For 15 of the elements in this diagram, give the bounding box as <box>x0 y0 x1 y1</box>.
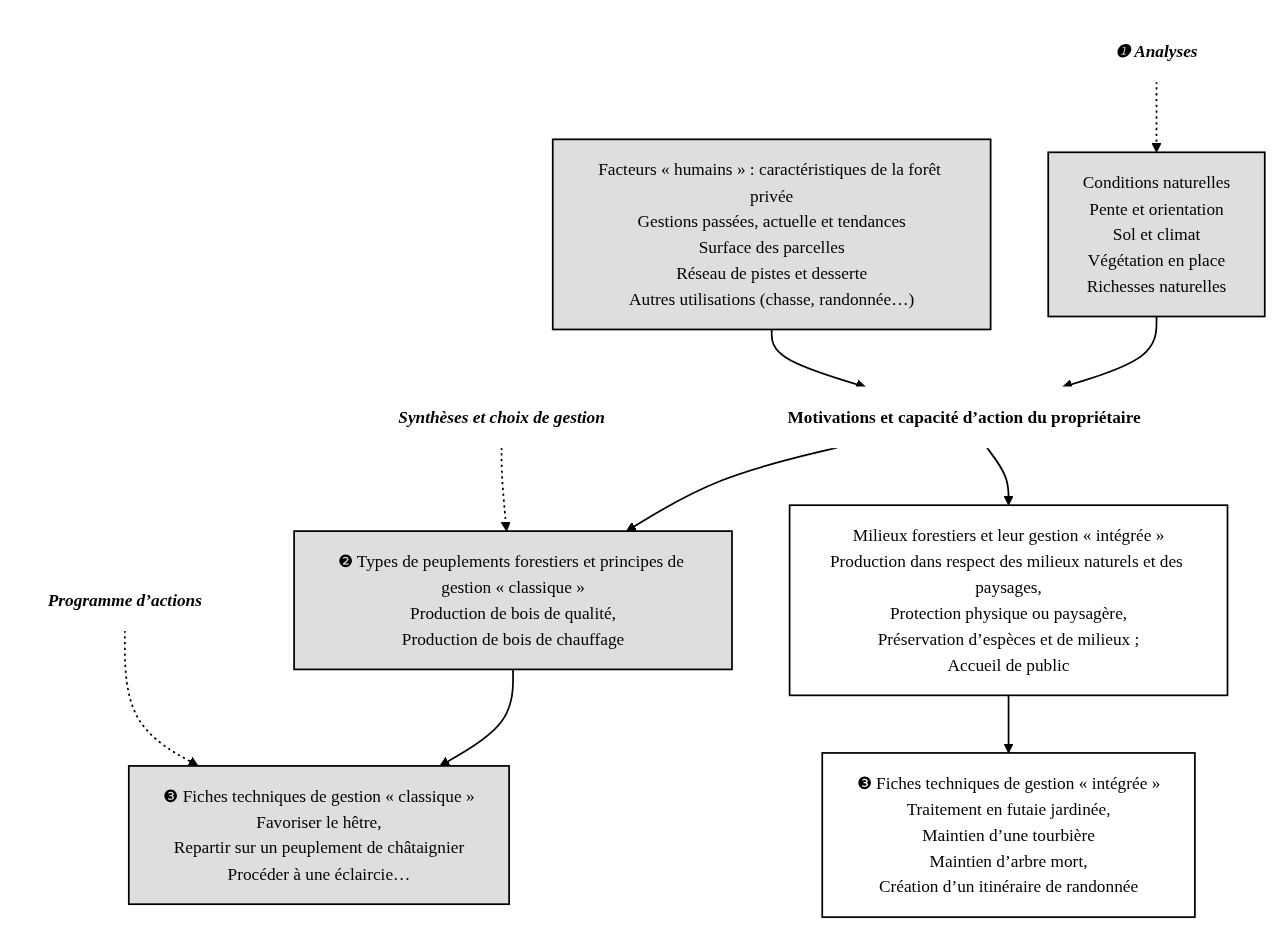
arrow <box>439 668 514 767</box>
node-box: ❷ Types de peuplements forestiers et principes de gestion « classique » Production de bois de qualité, Production de bois de chauffage <box>293 530 733 671</box>
arrow <box>1003 694 1014 754</box>
node-box: Milieux forestiers et leur gestion « intégrée » Production dans respect des milieux naturels et des paysages, Protection physique ou paysagère, Préservation d’espèces et de milieux ; Accueil de public <box>788 504 1229 697</box>
node-text: Synthèses et choix de gestion <box>398 408 605 427</box>
arrow <box>124 629 199 767</box>
arrow <box>986 447 1014 506</box>
node-box: ❸ Fiches techniques de gestion « intégrée » Traitement en futaie jardinée, Maintien d’une tourbière Maintien d’arbre mort, Création d’un itinéraire de randonnée <box>821 752 1196 919</box>
node-text: ❶ Analyses <box>1115 42 1198 61</box>
node-box: ❸ Fiches techniques de gestion « classique » Favoriser le hêtre, Repartir sur un peuplement de châtaignier Procéder à une éclaircie… <box>127 765 510 906</box>
node-box: Conditions naturelles Pente et orientation Sol et climat Végétation en place Richesses naturelles <box>1047 151 1266 318</box>
node-text: Motivations et capacité d’action du propriétaire <box>787 408 1141 427</box>
node-text: Programme d’actions <box>47 591 202 610</box>
node-box: Facteurs « humains » : caractéristiques de la forêt privée Gestions passées, actuelle et tendances Surface des parcelles Réseau de pistes et desserte Autres utilisations (chasse, randonnée…) <box>551 138 992 331</box>
arrow <box>500 447 511 532</box>
